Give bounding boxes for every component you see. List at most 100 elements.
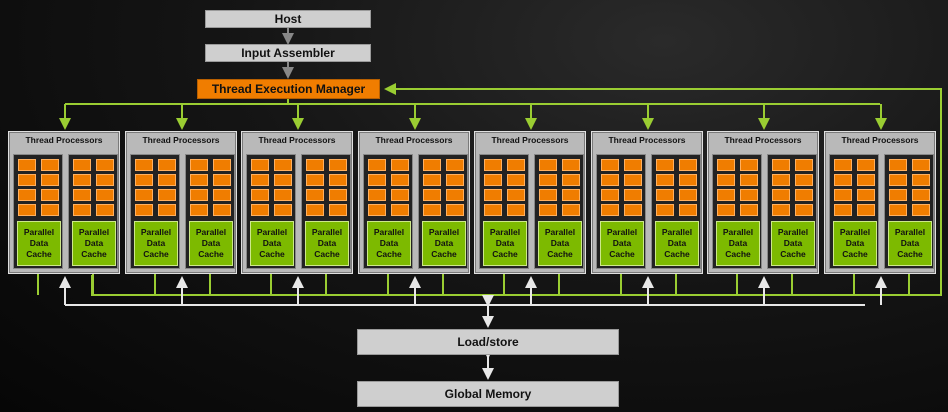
processor-core bbox=[834, 159, 852, 171]
cache-label-line: Parallel bbox=[777, 227, 809, 237]
processor-core bbox=[423, 159, 441, 171]
processor-core bbox=[391, 189, 409, 201]
processor-core bbox=[368, 159, 386, 171]
cache-label-line: Data bbox=[146, 238, 166, 248]
processor-core bbox=[274, 174, 292, 186]
cluster-title: Thread Processors bbox=[491, 135, 569, 145]
core-grid bbox=[601, 159, 643, 216]
processor-core bbox=[423, 204, 441, 216]
core-grid bbox=[834, 159, 876, 216]
processor-core bbox=[740, 204, 758, 216]
processor-core bbox=[41, 204, 59, 216]
processor-core bbox=[539, 189, 557, 201]
cache-label-line: Parallel bbox=[373, 227, 405, 237]
processor-core bbox=[679, 174, 697, 186]
processor-core bbox=[368, 204, 386, 216]
cluster-title: Thread Processors bbox=[724, 135, 802, 145]
processor-core bbox=[18, 189, 36, 201]
processor-core bbox=[539, 159, 557, 171]
core-grid bbox=[656, 159, 698, 216]
cache-label-line: Data bbox=[667, 238, 687, 248]
processor-core bbox=[41, 159, 59, 171]
global-memory-block: Global Memory bbox=[357, 381, 619, 407]
processor-core bbox=[274, 189, 292, 201]
processor-core bbox=[562, 204, 580, 216]
processor-core bbox=[507, 174, 525, 186]
core-grid bbox=[368, 159, 410, 216]
processor-core bbox=[190, 159, 208, 171]
cache-label-line: Parallel bbox=[256, 227, 288, 237]
processor-core bbox=[251, 159, 269, 171]
processor-core bbox=[834, 189, 852, 201]
processor-core bbox=[539, 204, 557, 216]
cluster-title: Thread Processors bbox=[258, 135, 336, 145]
manager-distribution-bus bbox=[65, 98, 880, 105]
processor-core bbox=[446, 204, 464, 216]
cache-label-line: Parallel bbox=[23, 227, 55, 237]
processor-core bbox=[539, 174, 557, 186]
processor-core bbox=[624, 174, 642, 186]
processor-core bbox=[213, 204, 231, 216]
processor-core bbox=[96, 159, 114, 171]
processor-core bbox=[158, 174, 176, 186]
processor-core bbox=[423, 189, 441, 201]
memory-bus-arrows bbox=[59, 276, 887, 305]
cache-label-line: Parallel bbox=[428, 227, 460, 237]
processor-core bbox=[912, 189, 930, 201]
core-grid bbox=[772, 159, 814, 216]
cache-label-line: Data bbox=[434, 238, 454, 248]
processor-core bbox=[391, 159, 409, 171]
processor-core bbox=[135, 189, 153, 201]
processor-core bbox=[507, 159, 525, 171]
processor-core bbox=[484, 204, 502, 216]
processor-core bbox=[251, 204, 269, 216]
cluster-title: Thread Processors bbox=[142, 135, 220, 145]
processor-core bbox=[912, 159, 930, 171]
processor-core bbox=[717, 204, 735, 216]
processor-core bbox=[135, 204, 153, 216]
input-assembler-block: Input Assembler bbox=[205, 44, 371, 62]
processor-core bbox=[73, 189, 91, 201]
processor-core bbox=[679, 204, 697, 216]
processor-core bbox=[912, 174, 930, 186]
processor-core bbox=[889, 174, 907, 186]
processor-core bbox=[213, 159, 231, 171]
processor-core bbox=[717, 159, 735, 171]
processor-core bbox=[857, 204, 875, 216]
processor-core bbox=[857, 174, 875, 186]
processor-core bbox=[423, 174, 441, 186]
processor-core bbox=[772, 174, 790, 186]
processor-core bbox=[772, 189, 790, 201]
processor-core bbox=[135, 159, 153, 171]
processor-core bbox=[391, 174, 409, 186]
cache-label-line: Parallel bbox=[489, 227, 521, 237]
processor-core bbox=[834, 204, 852, 216]
core-grid bbox=[135, 159, 177, 216]
processor-core bbox=[96, 204, 114, 216]
cache-label-line: Cache bbox=[664, 249, 690, 259]
cache-label-line: Data bbox=[29, 238, 49, 248]
processor-core bbox=[190, 174, 208, 186]
processor-core bbox=[135, 174, 153, 186]
processor-core bbox=[446, 174, 464, 186]
processor-core bbox=[889, 189, 907, 201]
cache-label-line: Cache bbox=[198, 249, 224, 259]
processor-core bbox=[368, 174, 386, 186]
processor-core bbox=[158, 159, 176, 171]
processor-core bbox=[306, 204, 324, 216]
